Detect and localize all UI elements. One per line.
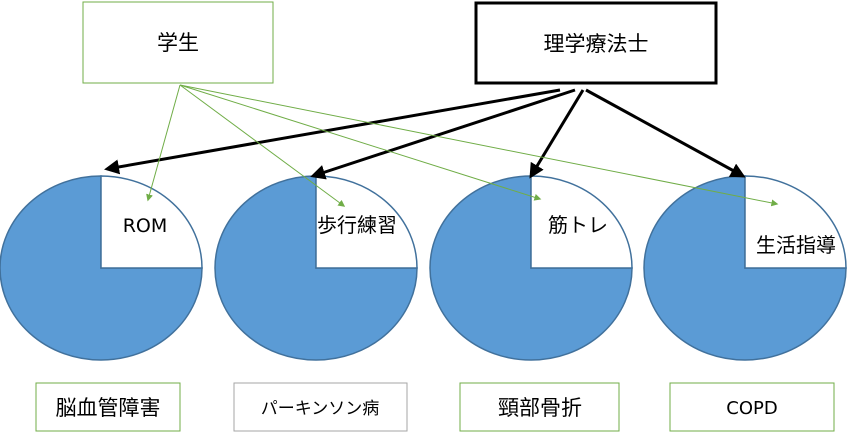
condition-neck-fracture: 頸部骨折 [459,382,620,432]
student-label: 学生 [157,31,199,55]
pie-gait-training-label: 歩行練習 [317,213,397,237]
pie-lifestyle-guidance-label: 生活指導 [756,233,836,257]
student-arrows [146,84,779,207]
condition-copd-label: COPD [726,398,777,419]
pie-strength-training: 筋トレ [429,175,633,361]
pie-rom: ROM [0,175,203,361]
condition-parkinsons: パーキンソン病 [233,382,408,432]
pie-lifestyle-guidance: 生活指導 [643,175,847,361]
therapist-box: 理学療法士 [474,1,718,85]
student-arrow-to-lifestyle-guidance [179,84,779,207]
pie-rom-label: ROM [123,215,168,237]
condition-neck-fracture-label: 頸部骨折 [498,396,582,420]
condition-stroke-label: 脳血管障害 [56,396,161,420]
pie-layer: ROM 歩行練習 筋トレ 生活指導 [0,175,847,361]
student-arrow-to-rom [146,84,181,202]
condition-parkinsons-label: パーキンソン病 [261,399,380,419]
pie-rom-empty-sector [100,175,203,269]
therapist-arrow-to-rom [104,88,561,175]
pie-lifestyle-guidance-empty-sector [744,175,847,269]
therapist-arrows [104,88,746,180]
student-arrow-to-gait-training [179,84,346,207]
therapist-label: 理学療法士 [544,32,649,56]
therapist-arrow-to-strength-training [529,89,585,179]
therapist-arrow-to-gait-training [310,88,576,180]
student-arrow-to-strength-training [179,84,542,201]
condition-boxes: 脳血管障害 パーキンソン病 頸部骨折 COPD [35,382,835,432]
pie-strength-training-empty-sector [530,175,633,269]
condition-copd: COPD [669,382,835,432]
pie-gait-training: 歩行練習 [214,175,418,361]
condition-stroke: 脳血管障害 [35,382,181,432]
student-box: 学生 [82,1,274,84]
pie-strength-training-label: 筋トレ [548,213,608,237]
therapist-arrow-to-lifestyle-guidance [585,88,746,178]
pie-gait-training-empty-sector [315,175,418,269]
